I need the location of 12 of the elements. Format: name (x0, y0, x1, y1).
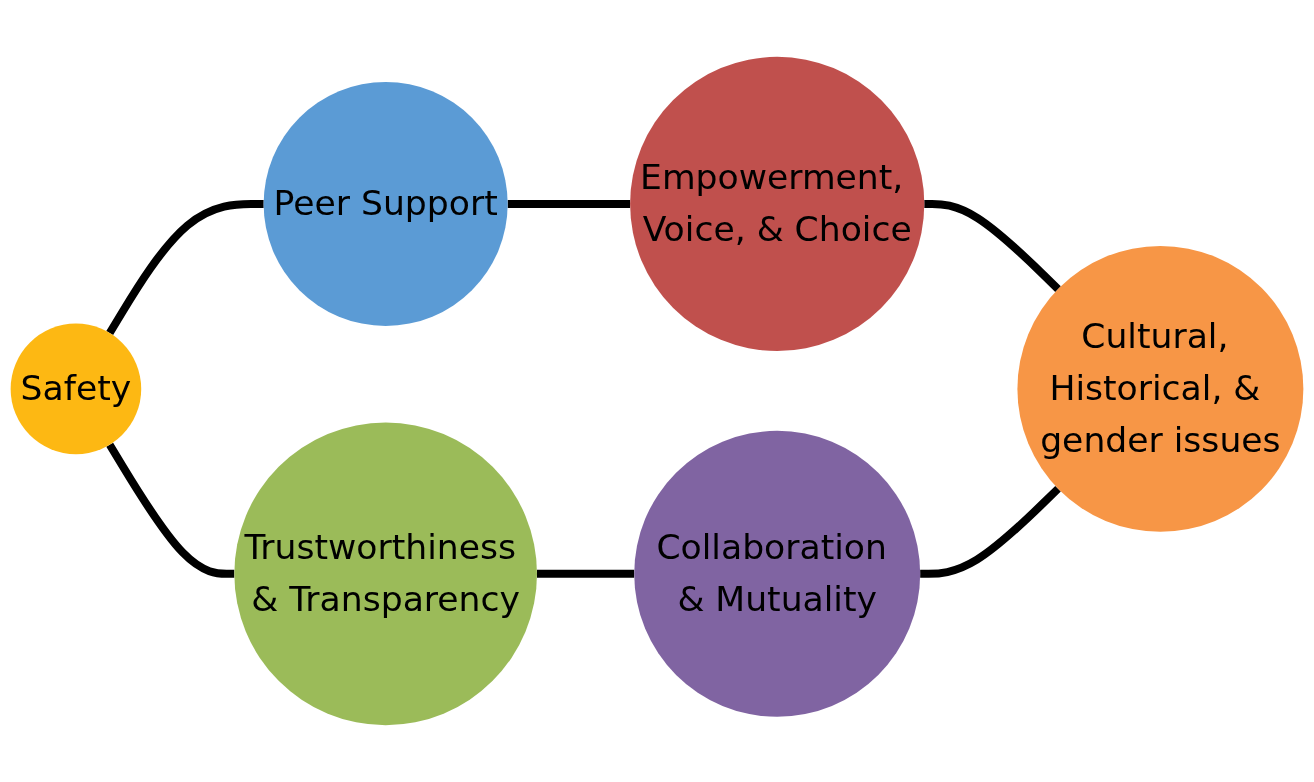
connector (106, 199, 264, 336)
node-circle: Safety (10, 323, 142, 455)
connector (920, 485, 1061, 578)
node-circle: Trustworthiness & Transparency (234, 422, 537, 726)
node-circle: Peer Support (263, 81, 508, 326)
connector (924, 199, 1061, 292)
node-circle: Cultural, Historical, & gender issues (1017, 245, 1304, 532)
node-circle: Collaboration & Mutuality (634, 430, 921, 717)
connector (106, 442, 235, 578)
node-circle: Empowerment, Voice, & Choice (630, 56, 925, 352)
connector (507, 199, 631, 208)
connector (537, 569, 635, 578)
